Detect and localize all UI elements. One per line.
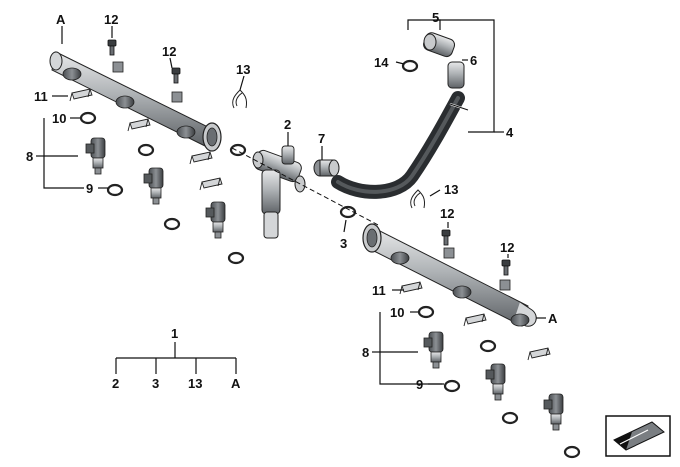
o-ring-icon: [227, 251, 245, 265]
legend-tree: 1 2 3 13 A: [112, 326, 241, 391]
assembly-axis-line: [231, 147, 381, 227]
retaining-clip-icon: [199, 177, 223, 191]
callout-a-right: A: [548, 311, 558, 326]
o-ring-icon: [501, 411, 519, 425]
callout-12: 12: [500, 240, 514, 255]
callout-5: 5: [432, 10, 439, 25]
direction-arrow-icon: [605, 415, 671, 457]
legend-child: 3: [152, 376, 159, 391]
o-ring-icon: [417, 305, 435, 319]
fuel-injector-icon: [423, 331, 444, 369]
fuel-injector-icon: [543, 393, 564, 431]
fuel-injector-icon: [143, 167, 164, 205]
callout-12: 12: [440, 206, 454, 221]
fuel-hose: [331, 32, 469, 199]
callout-10: 10: [52, 111, 66, 126]
bolt-icon: [501, 259, 511, 276]
o-ring-icon: [563, 445, 581, 459]
callout-14: 14: [374, 55, 389, 70]
callout-a-top: A: [56, 12, 66, 27]
o-ring-icon: [479, 339, 497, 353]
retaining-clip-icon: [189, 151, 213, 165]
callout-9: 9: [86, 181, 93, 196]
sleeve-part: [313, 159, 340, 177]
retaining-clip-icon: [127, 118, 151, 132]
retaining-clip-icon: [527, 347, 551, 361]
t-connector: [252, 145, 306, 239]
callout-10: 10: [390, 305, 404, 320]
legend-child: 2: [112, 376, 119, 391]
o-ring-icon: [163, 217, 181, 231]
callout-9: 9: [416, 377, 423, 392]
o-ring-icon: [137, 143, 155, 157]
fuel-injector-icon: [85, 137, 106, 175]
legend-root: 1: [171, 326, 178, 341]
spring-clip-icon: [410, 189, 426, 209]
callout-3: 3: [340, 236, 347, 251]
spring-clip-icon: [232, 89, 248, 109]
callout-2: 2: [284, 117, 291, 132]
leader-lines: [36, 19, 546, 385]
callout-8: 8: [362, 345, 369, 360]
callout-6: 6: [470, 53, 477, 68]
o-ring-icon: [401, 59, 419, 73]
legend-child: 13: [188, 376, 202, 391]
bolt-icon: [107, 39, 117, 56]
bolt-icon: [441, 229, 451, 246]
o-ring-icon: [106, 183, 124, 197]
callout-4: 4: [506, 125, 514, 140]
callout-11: 11: [372, 283, 386, 298]
callout-labels: A 12 12 13 11 10 8 9 2 7 3 5 14 6 4 13 1…: [26, 10, 558, 392]
legend-child: A: [231, 376, 241, 391]
callout-13: 13: [444, 182, 458, 197]
callout-7: 7: [318, 131, 325, 146]
fuel-rail-upper: [49, 51, 222, 152]
fuel-rail-lower: [362, 223, 537, 327]
o-ring-icon: [443, 379, 461, 393]
retaining-clip-icon: [463, 313, 487, 327]
callout-8: 8: [26, 149, 33, 164]
retaining-clip-icon: [399, 281, 423, 295]
fuel-injector-icon: [205, 201, 226, 239]
bolt-icon: [171, 67, 181, 84]
fuel-injector-icon: [485, 363, 506, 401]
callout-11: 11: [34, 89, 48, 104]
callout-13: 13: [236, 62, 250, 77]
callout-12: 12: [162, 44, 176, 59]
callout-12: 12: [104, 12, 118, 27]
o-ring-icon: [79, 111, 97, 125]
retaining-clip-icon: [69, 88, 93, 102]
